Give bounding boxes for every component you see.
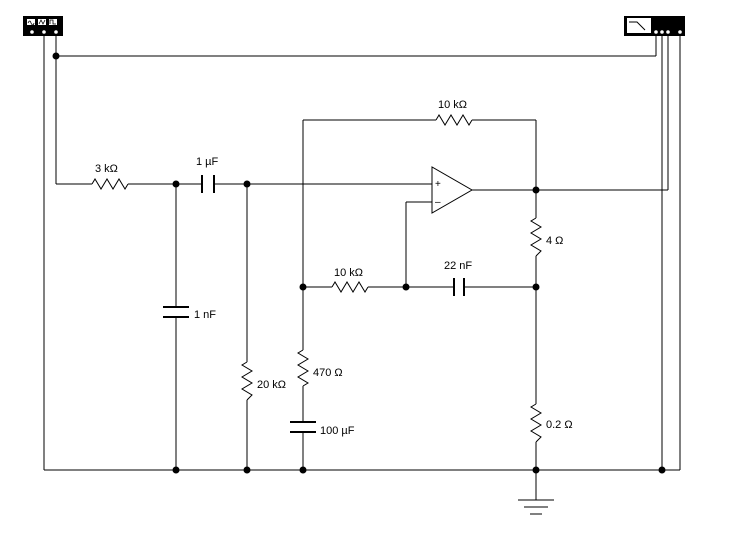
resistor-20k (241, 361, 253, 401)
r-bias-label: 20 kΩ (257, 379, 286, 391)
opamp-minus-sign: – (435, 197, 441, 208)
junction-node (243, 180, 251, 188)
r-input-label: 3 kΩ (95, 163, 118, 175)
junction-node (299, 466, 307, 474)
opamp-plus-sign: + (435, 179, 441, 190)
c-bypass-label: 100 µF (320, 425, 355, 437)
junction-node (658, 466, 666, 474)
junction-node (299, 283, 307, 291)
c-filter-label: 1 nF (194, 309, 216, 321)
resistor-10k-gain (331, 281, 369, 293)
resistor-4ohm (530, 217, 542, 257)
r-gain-label: 10 kΩ (334, 267, 363, 279)
resistor-3k (91, 178, 129, 190)
capacitor-100uf (290, 421, 316, 433)
r-feedback-label: 10 kΩ (438, 99, 467, 111)
capacitor-22nf (453, 278, 465, 296)
opamp-triangle (431, 166, 474, 214)
junction-node (402, 283, 410, 291)
resistor-10k-feedback (435, 114, 473, 126)
oscilloscope-icon[interactable] (624, 16, 685, 36)
junction-node (172, 466, 180, 474)
function-generator-icon[interactable] (23, 16, 63, 36)
junction-node (532, 466, 540, 474)
c-comp-label: 22 nF (444, 260, 472, 272)
ground-icon (518, 499, 554, 515)
r-emitter-label: 470 Ω (313, 367, 343, 379)
opamp: + – (431, 166, 474, 214)
r-load-label: 4 Ω (546, 235, 563, 247)
junction-node (532, 186, 540, 194)
r-sense-label: 0.2 Ω (546, 419, 573, 431)
resistor-470ohm (297, 349, 309, 387)
junction-node (532, 283, 540, 291)
junction-node (52, 52, 60, 60)
junction-nodes (52, 52, 666, 474)
resistor-0.2ohm (530, 403, 542, 443)
capacitor-1uf (201, 175, 215, 193)
junction-node (172, 180, 180, 188)
junction-node (243, 466, 251, 474)
capacitor-1nf (163, 306, 189, 318)
c-coupling-label: 1 µF (196, 156, 219, 168)
